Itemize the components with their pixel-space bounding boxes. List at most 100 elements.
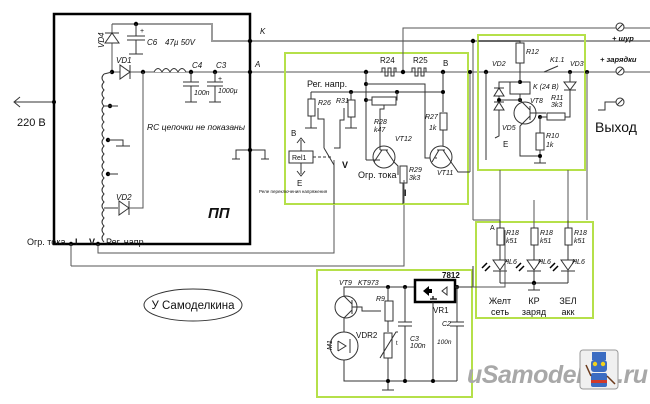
transformer-winding <box>101 73 105 243</box>
hl6-label: HL6 <box>572 259 585 266</box>
c6-value: 47µ 50V <box>165 38 196 47</box>
c4-value: 100n <box>194 90 210 97</box>
vd2-out-label: VD2 <box>492 61 506 68</box>
svg-text:+: + <box>140 28 144 35</box>
vt8-label: VT8 <box>530 98 543 105</box>
mains-voltage-label: 220 В <box>17 117 46 129</box>
terminal-charge-label: + зарядки <box>600 55 637 64</box>
vd5-label: VD5 <box>502 125 516 132</box>
transistor-vt12 <box>366 140 399 175</box>
output-label: Выход <box>595 119 637 135</box>
resistor-r11 <box>546 112 566 121</box>
diode-vd2-power <box>118 200 130 216</box>
svg-text:+: + <box>218 76 222 83</box>
r24-label: R24 <box>380 56 395 65</box>
transistor-vt9 <box>334 295 381 319</box>
title-oval <box>143 288 243 322</box>
vdr2-label: VDR2 <box>356 331 378 340</box>
relay-e-label: E <box>297 179 302 188</box>
node-b-label: B <box>443 59 448 68</box>
r29-value: 3k3 <box>409 175 420 182</box>
resistor-r18 <box>564 227 573 246</box>
r12-label: R12 <box>526 49 539 56</box>
led-color-label: Желт <box>489 296 511 306</box>
motor-m1 <box>329 318 457 382</box>
title-text: У Самоделкина <box>151 300 235 312</box>
node-k-label: K <box>260 27 266 36</box>
r31-label: R31 <box>336 98 349 105</box>
pin-current-limit-label: Огр. тока <box>27 237 65 247</box>
wire-current-limit <box>71 180 405 267</box>
output-e-label: E <box>503 140 508 149</box>
vt9-type-label: KT973 <box>358 280 379 287</box>
power-unit-box <box>52 12 252 246</box>
led-color-label: КР <box>528 296 539 306</box>
c3-main-label: C3 <box>216 61 227 70</box>
resistor-r31 <box>347 99 356 118</box>
vr1-type-label: 7812 <box>442 271 460 280</box>
resistor-r26 <box>307 98 316 117</box>
r26-label: R26 <box>318 100 331 107</box>
terminal-shur-label: + шур <box>612 34 634 43</box>
resistor-r9 <box>384 300 394 322</box>
terminal-charge[interactable] <box>615 66 625 76</box>
k11-label: K1.1 <box>550 57 565 64</box>
power-unit-label: ПП <box>208 205 231 222</box>
robot-mascot-icon <box>579 349 619 390</box>
wire-k <box>112 23 650 42</box>
r28-value: k47 <box>374 127 386 134</box>
led-node-a-label: A <box>490 225 495 232</box>
relay-b-label: B <box>291 129 296 138</box>
vt11-label: VT11 <box>437 170 453 177</box>
mains-input-arrow <box>13 96 56 108</box>
r10-value: 1k <box>546 142 554 149</box>
resistor-r28 <box>371 96 397 106</box>
terminal-ground[interactable] <box>598 97 625 111</box>
r29-label: R29 <box>409 167 422 174</box>
c2-value: 100n <box>437 339 452 346</box>
pin-v-label: V <box>89 237 95 247</box>
r11-value: 3k3 <box>551 102 562 109</box>
r18-value: k51 <box>506 238 517 245</box>
r9-label: R9 <box>376 296 385 303</box>
transistor-vt8 <box>513 99 546 157</box>
led-hl6-icon <box>526 259 542 271</box>
regulator-vr1 <box>413 278 457 304</box>
led-hl6-icon <box>492 259 508 271</box>
m1-label: M1 <box>327 340 334 350</box>
vdr2-t-label: t <box>396 341 398 347</box>
vt12-label: VT12 <box>395 136 412 143</box>
resistor-r10 <box>535 132 545 151</box>
inductor <box>153 68 187 74</box>
regulator-block <box>284 52 469 205</box>
relay-k-label: K (24 B) <box>533 84 559 91</box>
r18-label: R18 <box>574 230 587 237</box>
c4-label: C4 <box>192 61 203 70</box>
c3-fan-label: C3 <box>410 336 419 343</box>
capacitor-c4 <box>183 72 199 103</box>
node-v-label: V <box>342 160 348 170</box>
node-i-label: I <box>404 188 407 198</box>
hl6-label: HL6 <box>504 259 517 266</box>
node-a-label: A <box>254 60 260 69</box>
rc-note: RC цепочки не показаны <box>147 122 246 132</box>
resistor-r18 <box>530 227 539 246</box>
r18-label: R18 <box>540 230 553 237</box>
diode-vd3 <box>563 72 577 118</box>
vr1-label: VR1 <box>433 306 449 315</box>
c6-label: C6 <box>147 38 158 47</box>
vd2-power-label: VD2 <box>116 193 132 202</box>
diode-vd5 <box>493 101 505 111</box>
r28-label: R28 <box>374 119 387 126</box>
r27-value: 1k <box>429 125 437 132</box>
terminal-shur[interactable] <box>615 22 625 32</box>
rel1-label: Rel1 <box>292 155 307 162</box>
relay-caption: Реле переключения напряжения <box>259 189 328 194</box>
wire-shur <box>402 27 650 72</box>
resistor-r27 <box>439 112 448 131</box>
r18-label: R18 <box>506 230 519 237</box>
vd3-label: VD3 <box>570 61 584 68</box>
capacitor-c3-main: + <box>207 72 223 103</box>
